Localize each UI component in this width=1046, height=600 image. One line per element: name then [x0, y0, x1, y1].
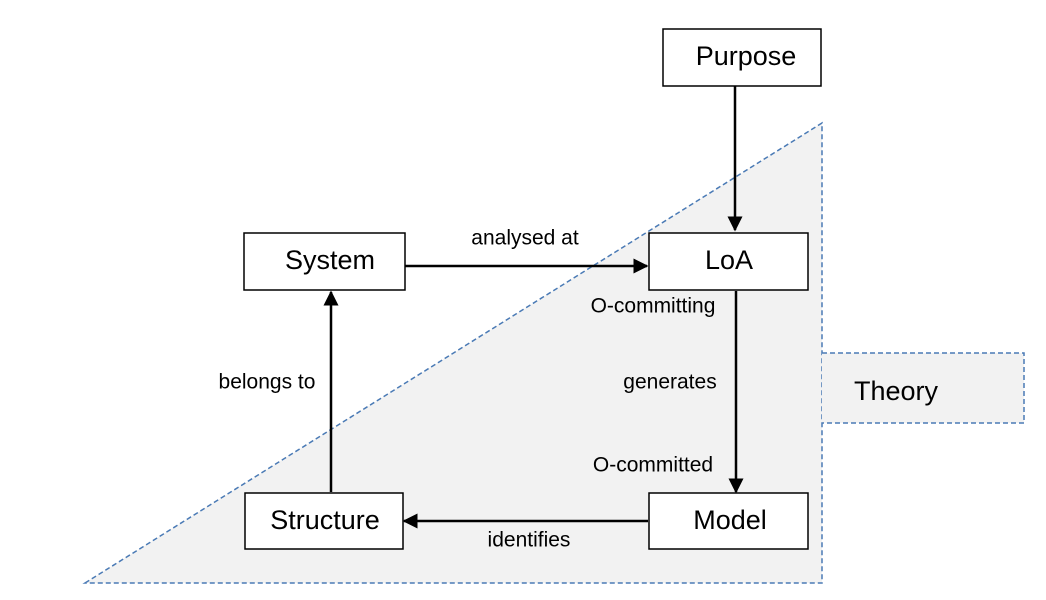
edge-label-generates: generates	[623, 371, 716, 394]
node-model-label: Model	[693, 505, 767, 535]
node-system-label: System	[285, 245, 375, 275]
node-structure: Structure	[244, 492, 404, 550]
annotation-o-committing: O-committing	[591, 295, 716, 318]
edge-label-analysed-at: analysed at	[471, 227, 579, 250]
node-purpose-label: Purpose	[696, 41, 797, 71]
annotation-o-committed: O-committed	[593, 454, 713, 477]
node-structure-label: Structure	[270, 505, 380, 535]
node-model: Model	[648, 492, 809, 550]
node-loa-label: LoA	[705, 245, 753, 275]
node-purpose: Purpose	[662, 28, 822, 87]
theory-label-box: Theory	[822, 352, 1025, 424]
node-system: System	[243, 232, 406, 291]
theory-label: Theory	[854, 376, 939, 406]
edge-label-identifies: identifies	[488, 529, 571, 552]
node-loa: LoA	[648, 232, 809, 291]
edge-label-belongs-to: belongs to	[219, 371, 316, 394]
